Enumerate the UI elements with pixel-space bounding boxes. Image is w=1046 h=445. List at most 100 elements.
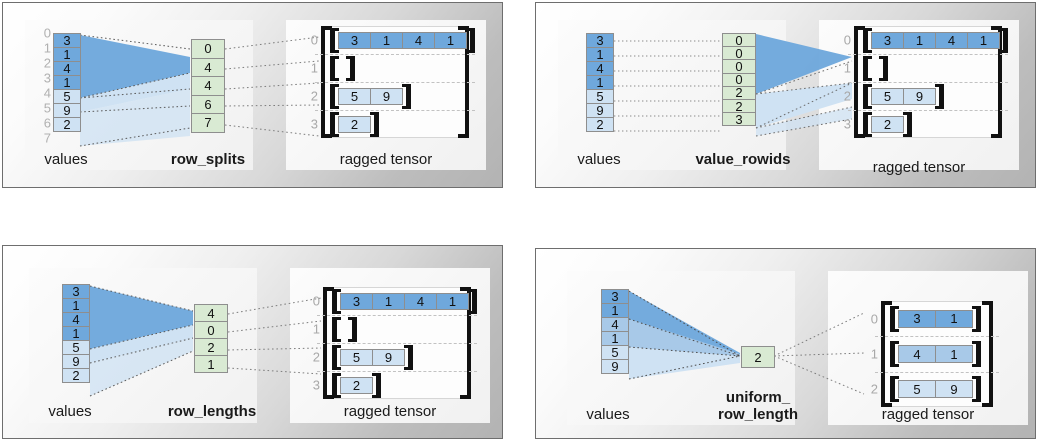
outer-bracket-right-top [458, 26, 469, 30]
values-caption-4: values [586, 406, 630, 423]
value-cell: 9 [586, 103, 614, 118]
row-bracket [332, 288, 477, 314]
tensor-row-index: 2 [310, 88, 318, 104]
value-cell: 1 [62, 298, 90, 313]
outer-bracket-left-top [881, 301, 892, 305]
row-bracket [332, 316, 357, 342]
outer-bracket-right [989, 301, 993, 407]
value-cell: 3 [586, 33, 614, 48]
value-cell: 5 [62, 340, 90, 355]
row-bracket [330, 55, 355, 81]
tensor-cell: 4 [402, 31, 435, 49]
outer-bracket-right-bottom [460, 395, 471, 399]
tensor-cell: 5 [340, 348, 373, 366]
tensor-cell: 9 [370, 87, 403, 105]
tensor-row-separator [848, 54, 1008, 55]
encoding-cell: 4 [191, 76, 225, 96]
value-cell: 5 [601, 345, 629, 360]
outer-bracket-left-top [321, 26, 332, 30]
encoding-caption-3: row_lengths [167, 403, 257, 420]
tensor-row-separator [848, 82, 1008, 83]
tensor-cell: 4 [935, 31, 968, 49]
tensor-cell: 1 [372, 292, 405, 310]
tensor-cell: 1 [935, 345, 973, 363]
values-index-ticks-4 [577, 289, 593, 379]
value-cell: 9 [62, 354, 90, 369]
tensor-row-separator [315, 110, 475, 111]
tensor-cell: 2 [871, 115, 904, 133]
value-index-label: 6 [43, 115, 51, 131]
encoding-caption-1: row_splits [170, 151, 246, 168]
row-bracket [863, 83, 944, 109]
tensor-row-index: 1 [870, 346, 878, 362]
tensor-cell: 3 [898, 309, 936, 328]
row-bracket [863, 111, 912, 137]
value-cell: 9 [601, 359, 629, 374]
tensor-cell: 9 [372, 348, 405, 366]
value-cell: 4 [62, 312, 90, 327]
value-index-label: 2 [43, 55, 51, 71]
tensor-row-index: 1 [310, 60, 318, 76]
row-bracket [332, 344, 413, 370]
tensor-row-index: 3 [312, 377, 320, 393]
tensor-cell: 9 [935, 380, 973, 399]
tensor-row-index: 2 [870, 381, 878, 397]
tensor-row-index: 2 [843, 88, 851, 104]
value-cell: 4 [586, 61, 614, 76]
tensor-cell: 3 [340, 292, 373, 310]
tensor-cell: 9 [903, 87, 936, 105]
values-caption-3: values [48, 403, 92, 420]
value-cell: 4 [53, 61, 81, 76]
value-cell: 2 [586, 117, 614, 132]
encoding-cell: 1 [194, 355, 228, 373]
value-cell: 2 [62, 368, 90, 383]
value-index-label: 7 [43, 130, 51, 146]
encoding-caption-4: uniform_ row_length [717, 389, 798, 424]
encoding-cell: 6 [191, 94, 225, 114]
value-cell: 1 [586, 75, 614, 90]
value-cell: 3 [62, 284, 90, 299]
value-cell: 1 [53, 75, 81, 90]
value-cell: 3 [601, 289, 629, 304]
tensor-cell: 5 [898, 380, 936, 399]
tensor-row: 2 [871, 115, 904, 133]
value-cell: 1 [601, 331, 629, 346]
value-index-label: 3 [43, 70, 51, 86]
value-cell: 1 [53, 47, 81, 62]
tensor-cell: 1 [935, 309, 973, 328]
tensor-row-separator [317, 371, 477, 372]
encoding-caption-2: value_rowids [695, 151, 791, 168]
tensor-row-index: 0 [870, 311, 878, 327]
tensor-row-index: 3 [843, 116, 851, 132]
outer-bracket-right-bottom [458, 134, 469, 138]
tensor-row-separator [875, 371, 999, 373]
values-caption-1: values [44, 151, 88, 168]
encoding-cell: 2 [741, 346, 775, 368]
tensor-cell: 3 [338, 31, 371, 49]
tensor-row-index: 2 [312, 349, 320, 365]
row-bracket [330, 83, 411, 109]
row-bracket [890, 376, 981, 403]
tensor-cell: 4 [898, 345, 936, 363]
row-bracket [863, 55, 888, 81]
values-index-ticks-2 [568, 33, 584, 147]
outer-bracket-right-top [991, 26, 1002, 30]
outer-bracket-left-bottom [854, 134, 865, 138]
outer-bracket-right-bottom [991, 134, 1002, 138]
tensor-row: 2 [340, 376, 373, 394]
row-bracket [863, 27, 1008, 53]
tensor-row-separator [848, 110, 1008, 111]
value-cell: 1 [62, 326, 90, 341]
outer-bracket-left-top [854, 26, 865, 30]
values-index-ticks-3 [39, 284, 55, 398]
